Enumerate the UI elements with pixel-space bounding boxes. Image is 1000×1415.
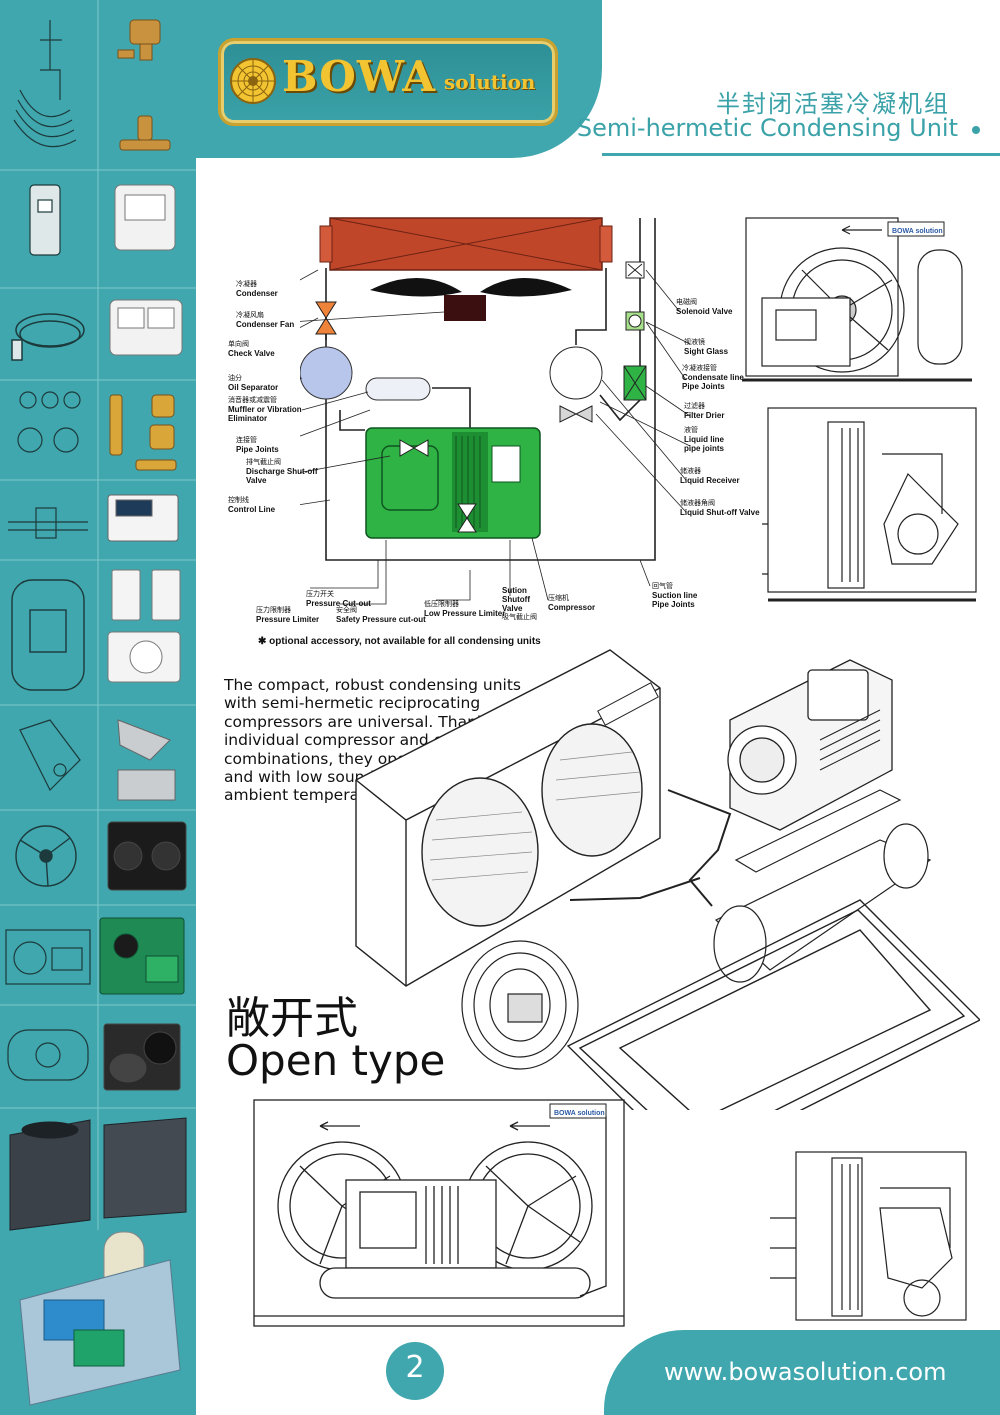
- brass-expansion-valve: [117, 19, 161, 61]
- check-valve: [315, 301, 337, 335]
- small-condensing-unit: [103, 1023, 181, 1091]
- box-condenser-unit-2: [103, 1117, 187, 1219]
- refrigeration-schematic: [300, 217, 691, 605]
- digital-controller: [107, 494, 179, 542]
- capillary-coil: [11, 313, 85, 361]
- liquid-receiver-vessel: [549, 346, 603, 400]
- expansion-valve-sketch: [13, 20, 77, 148]
- footer-band: [604, 1330, 1000, 1415]
- muffler-vessel: [365, 377, 431, 401]
- logo-wordmark: BOWA: [282, 52, 436, 101]
- oil-separator-vessel: [300, 346, 353, 400]
- product-thumbnails: [0, 0, 196, 1406]
- filter-drier: [623, 365, 647, 401]
- metal-hinges: [117, 719, 176, 801]
- logo-subtext: solution: [444, 70, 536, 94]
- scroll-compressor-sketch: [11, 579, 85, 691]
- open-type-unit-front-drawing: BOWA solution: [253, 1099, 625, 1327]
- title-dot: [972, 126, 980, 134]
- green-condensing-unit: [99, 917, 185, 995]
- mini-logo-1: BOWA solution: [892, 228, 943, 235]
- website-url: www.bowasolution.com: [664, 1358, 947, 1386]
- sight-glass-sketches: [17, 391, 81, 453]
- page-number-badge: [386, 1342, 444, 1400]
- open-type-heading-chinese: 敞开式: [226, 993, 358, 1044]
- pressure-switch-sketch: [29, 184, 61, 256]
- solenoid-valve-brass: [119, 115, 171, 151]
- brass-fittings: [109, 394, 177, 471]
- exploded-view-drawing: [355, 649, 980, 1110]
- condensing-unit-side-drawing: [762, 407, 977, 602]
- pressure-switch-box: [114, 184, 176, 251]
- solenoid-valve: [625, 261, 645, 279]
- page-title-english: Semi-hermetic Condensing Unit: [576, 114, 958, 142]
- liquid-shutoff-valve: [559, 405, 593, 423]
- page-number: 2: [405, 1350, 425, 1385]
- ball-valve-sketch: [8, 507, 88, 539]
- condenser-coil: [319, 217, 613, 271]
- page-title-chinese: 半封闭活塞冷凝机组: [716, 90, 950, 118]
- open-type-heading-english: Open type: [226, 1036, 446, 1085]
- logo-mark-icon: [230, 58, 276, 104]
- condensing-unit-sketch: [5, 929, 91, 985]
- open-type-unit-side-drawing: [770, 1151, 967, 1321]
- compressor-block: [365, 427, 541, 539]
- dual-pressure-switch: [109, 299, 183, 356]
- door-hinge-sketches: [19, 719, 81, 792]
- title-underline: [602, 153, 1000, 156]
- mini-logo-2: BOWA solution: [554, 1110, 605, 1117]
- hermetic-compressor-sketch: [7, 1029, 89, 1081]
- condensing-unit-front-drawing: BOWA solution: [742, 217, 972, 382]
- box-condenser-unit: [9, 1119, 91, 1231]
- relay-modules: [107, 569, 181, 683]
- condenser-fan: [370, 277, 572, 321]
- optional-accessory-note: ✱ optional accessory, not available for …: [258, 636, 541, 647]
- receiver-skid-assembly: [19, 1231, 181, 1406]
- axial-fan-sketch: [15, 825, 77, 887]
- air-cooled-condenser: [107, 821, 187, 891]
